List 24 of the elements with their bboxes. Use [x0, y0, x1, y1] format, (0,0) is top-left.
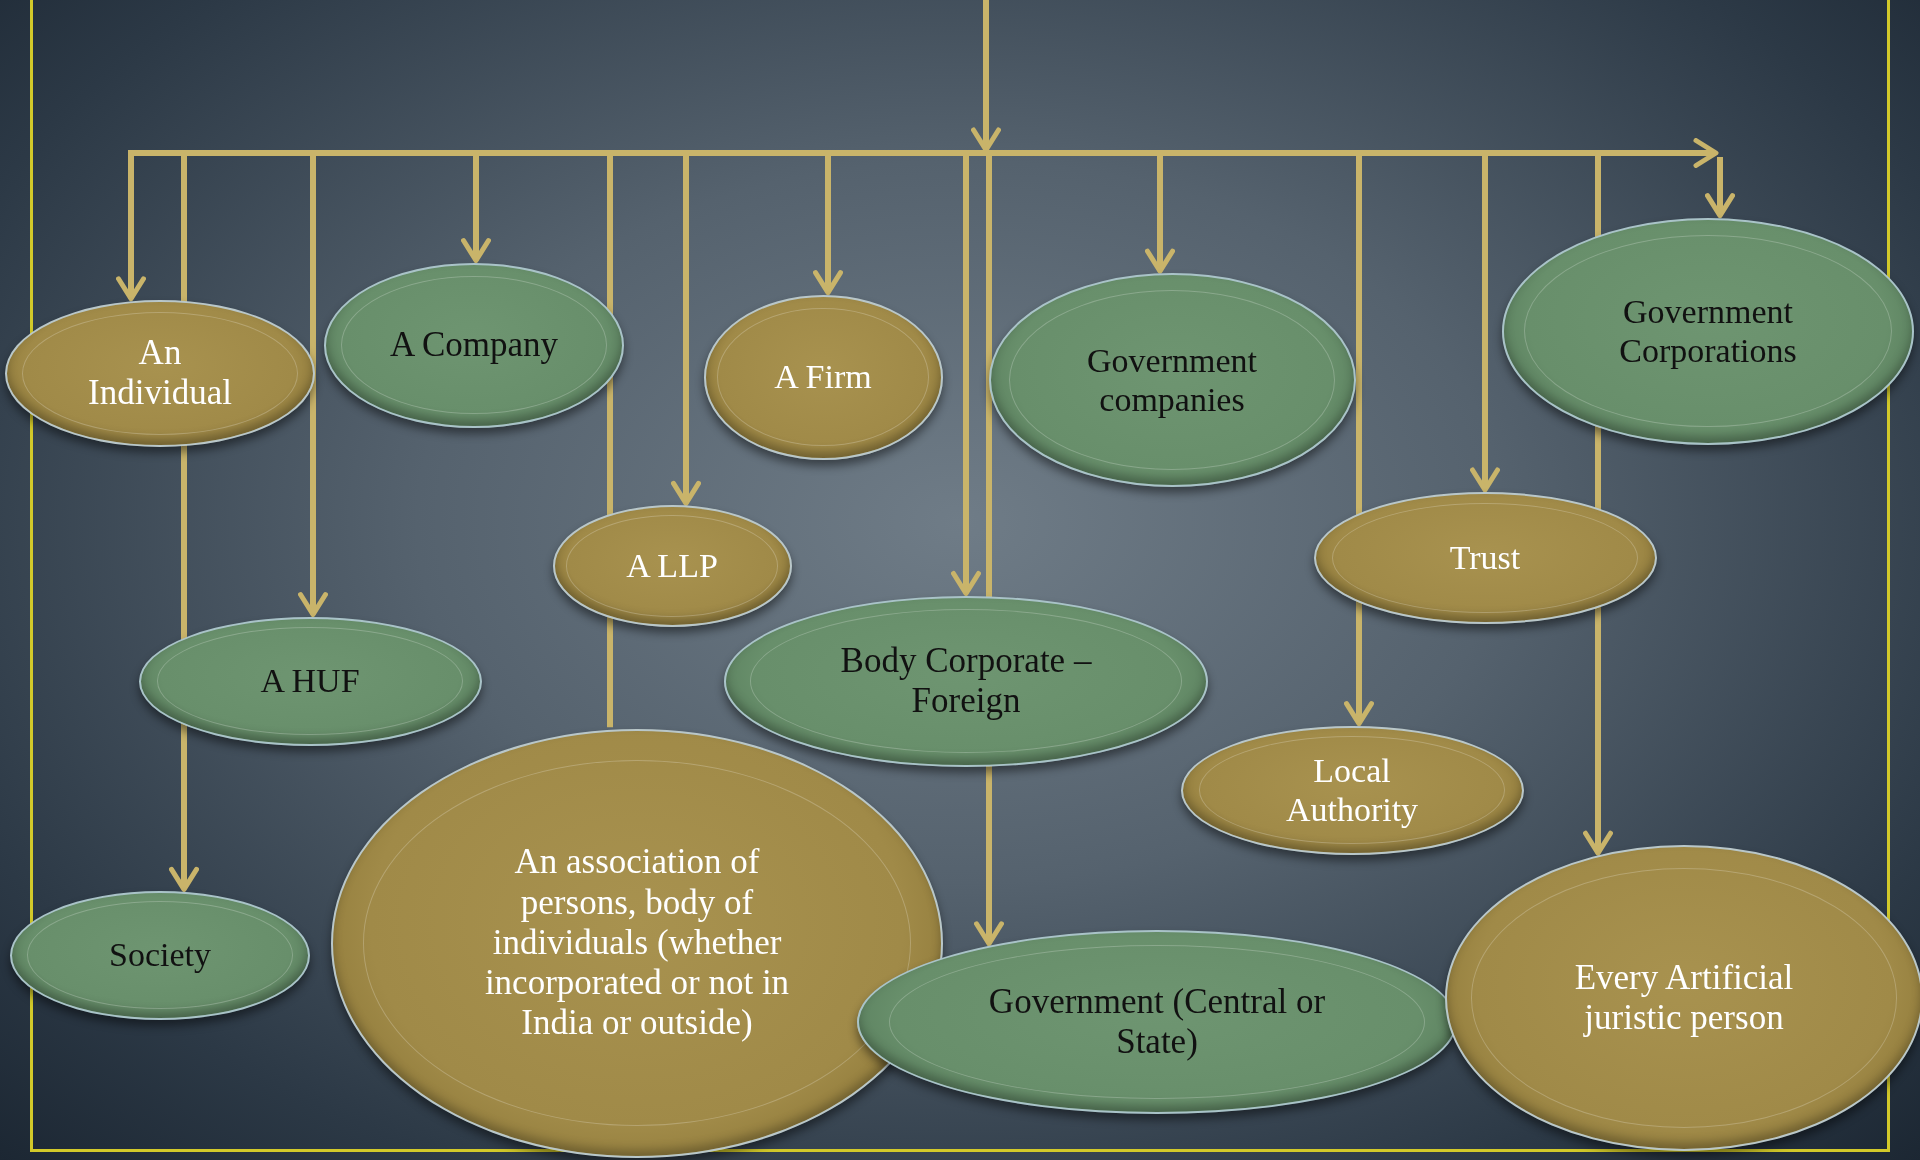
- arrow: [813, 153, 843, 296]
- node-label: Body Corporate – Foreign: [839, 640, 1093, 722]
- arrow: [298, 153, 328, 617]
- node-label: Every Artificial juristic person: [1573, 957, 1795, 1039]
- arrow: [1470, 153, 1500, 493]
- node-label: A LLP: [625, 546, 719, 586]
- node-label: Society: [108, 935, 212, 975]
- node-label: A Company: [389, 324, 559, 366]
- node-label: An Individual: [87, 332, 233, 414]
- arrow: [116, 153, 146, 302]
- node-label: A Firm: [773, 357, 873, 397]
- node-label: Government Corporations: [1618, 291, 1798, 371]
- node-label: An association of persons, body of individuals (whether incorporated or not in India or outside): [483, 842, 791, 1044]
- ellipse-node: [988, 273, 1356, 487]
- arrow: [1705, 157, 1735, 219]
- node-label: Government (Central or State): [987, 981, 1327, 1063]
- node-label: Local Authority: [1284, 750, 1420, 830]
- node-label: Trust: [1448, 538, 1522, 578]
- arrow: [1145, 153, 1175, 274]
- arrow: [951, 153, 981, 596]
- node-label: A HUF: [259, 661, 361, 701]
- arrow: [671, 153, 701, 506]
- arrow: [461, 153, 491, 263]
- node-label: Government companies: [1086, 340, 1258, 420]
